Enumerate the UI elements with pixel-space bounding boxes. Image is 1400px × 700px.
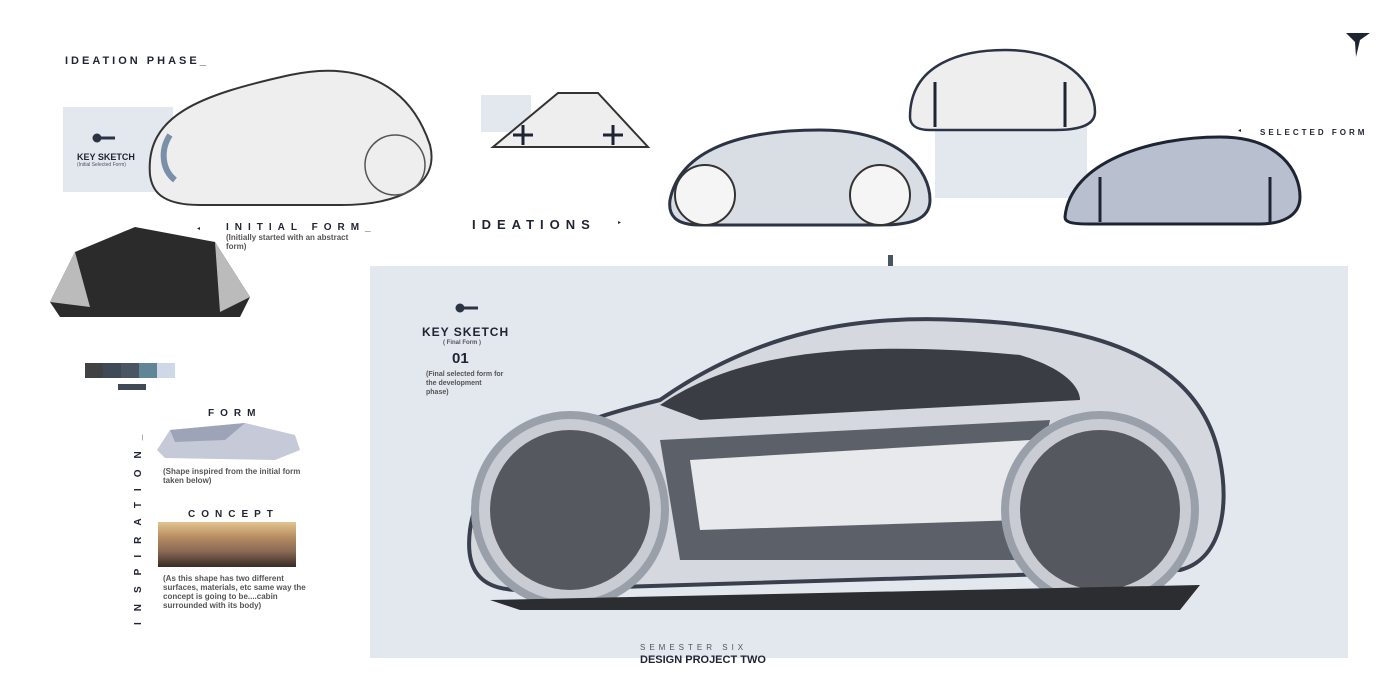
key-sketch-final-subtitle: ( Final Form ) [443,340,481,346]
key-sketch-final-title: KEY SKETCH [422,325,510,339]
key-icon [92,133,115,143]
arrow-icon: ◂ [1238,128,1242,134]
ideation-sketch-3 [908,48,1097,132]
swatch [157,363,175,378]
page-title: IDEATION PHASE_ [65,55,209,67]
inspiration-title: INSPIRATION_ [133,423,144,625]
swatch [139,363,157,378]
initial-form-image [50,227,250,317]
selected-form-label: SELECTED FORM [1260,128,1368,137]
semester-label: SEMESTER SIX [640,643,748,652]
key-icon [455,303,478,313]
ideations-title: IDEATIONS [472,217,596,232]
key-sketch-number: 01 [452,350,469,367]
initial-form-title: INITIAL FORM_ [226,222,377,233]
palette-bar [118,384,146,390]
arrow-icon: ◂ [197,226,201,232]
ideation-sketch-2 [668,128,932,227]
project-title: DESIGN PROJECT TWO [640,654,766,666]
swatch [103,363,121,378]
concept-title: CONCEPT [188,509,279,520]
concept-image [158,522,296,567]
form-title: FORM [208,408,262,419]
form-image [157,423,300,460]
key-sketch-initial-subtitle: (Initial Selected Form) [77,162,126,168]
ideation-bg [935,120,1087,198]
brand-logo [1346,33,1370,57]
swatch [85,363,103,378]
initial-form-caption: (Initially started with an abstract form… [226,233,349,251]
ideation-sketch-selected [1063,135,1302,226]
final-car-sketch [467,317,1226,610]
key-sketch-initial-title: KEY SKETCH [77,152,135,162]
concept-caption: (As this shape has two different surface… [163,574,306,610]
form-caption: (Shape inspired from the initial form ta… [163,467,301,485]
connector [888,255,893,275]
swatch [121,363,139,378]
color-palette [85,363,175,378]
initial-sketch-car [148,69,433,206]
arrow-icon: ▸ [618,220,622,226]
ideation-sketch-1 [490,92,651,148]
key-sketch-final-caption: (Final selected form for the development… [426,371,504,396]
